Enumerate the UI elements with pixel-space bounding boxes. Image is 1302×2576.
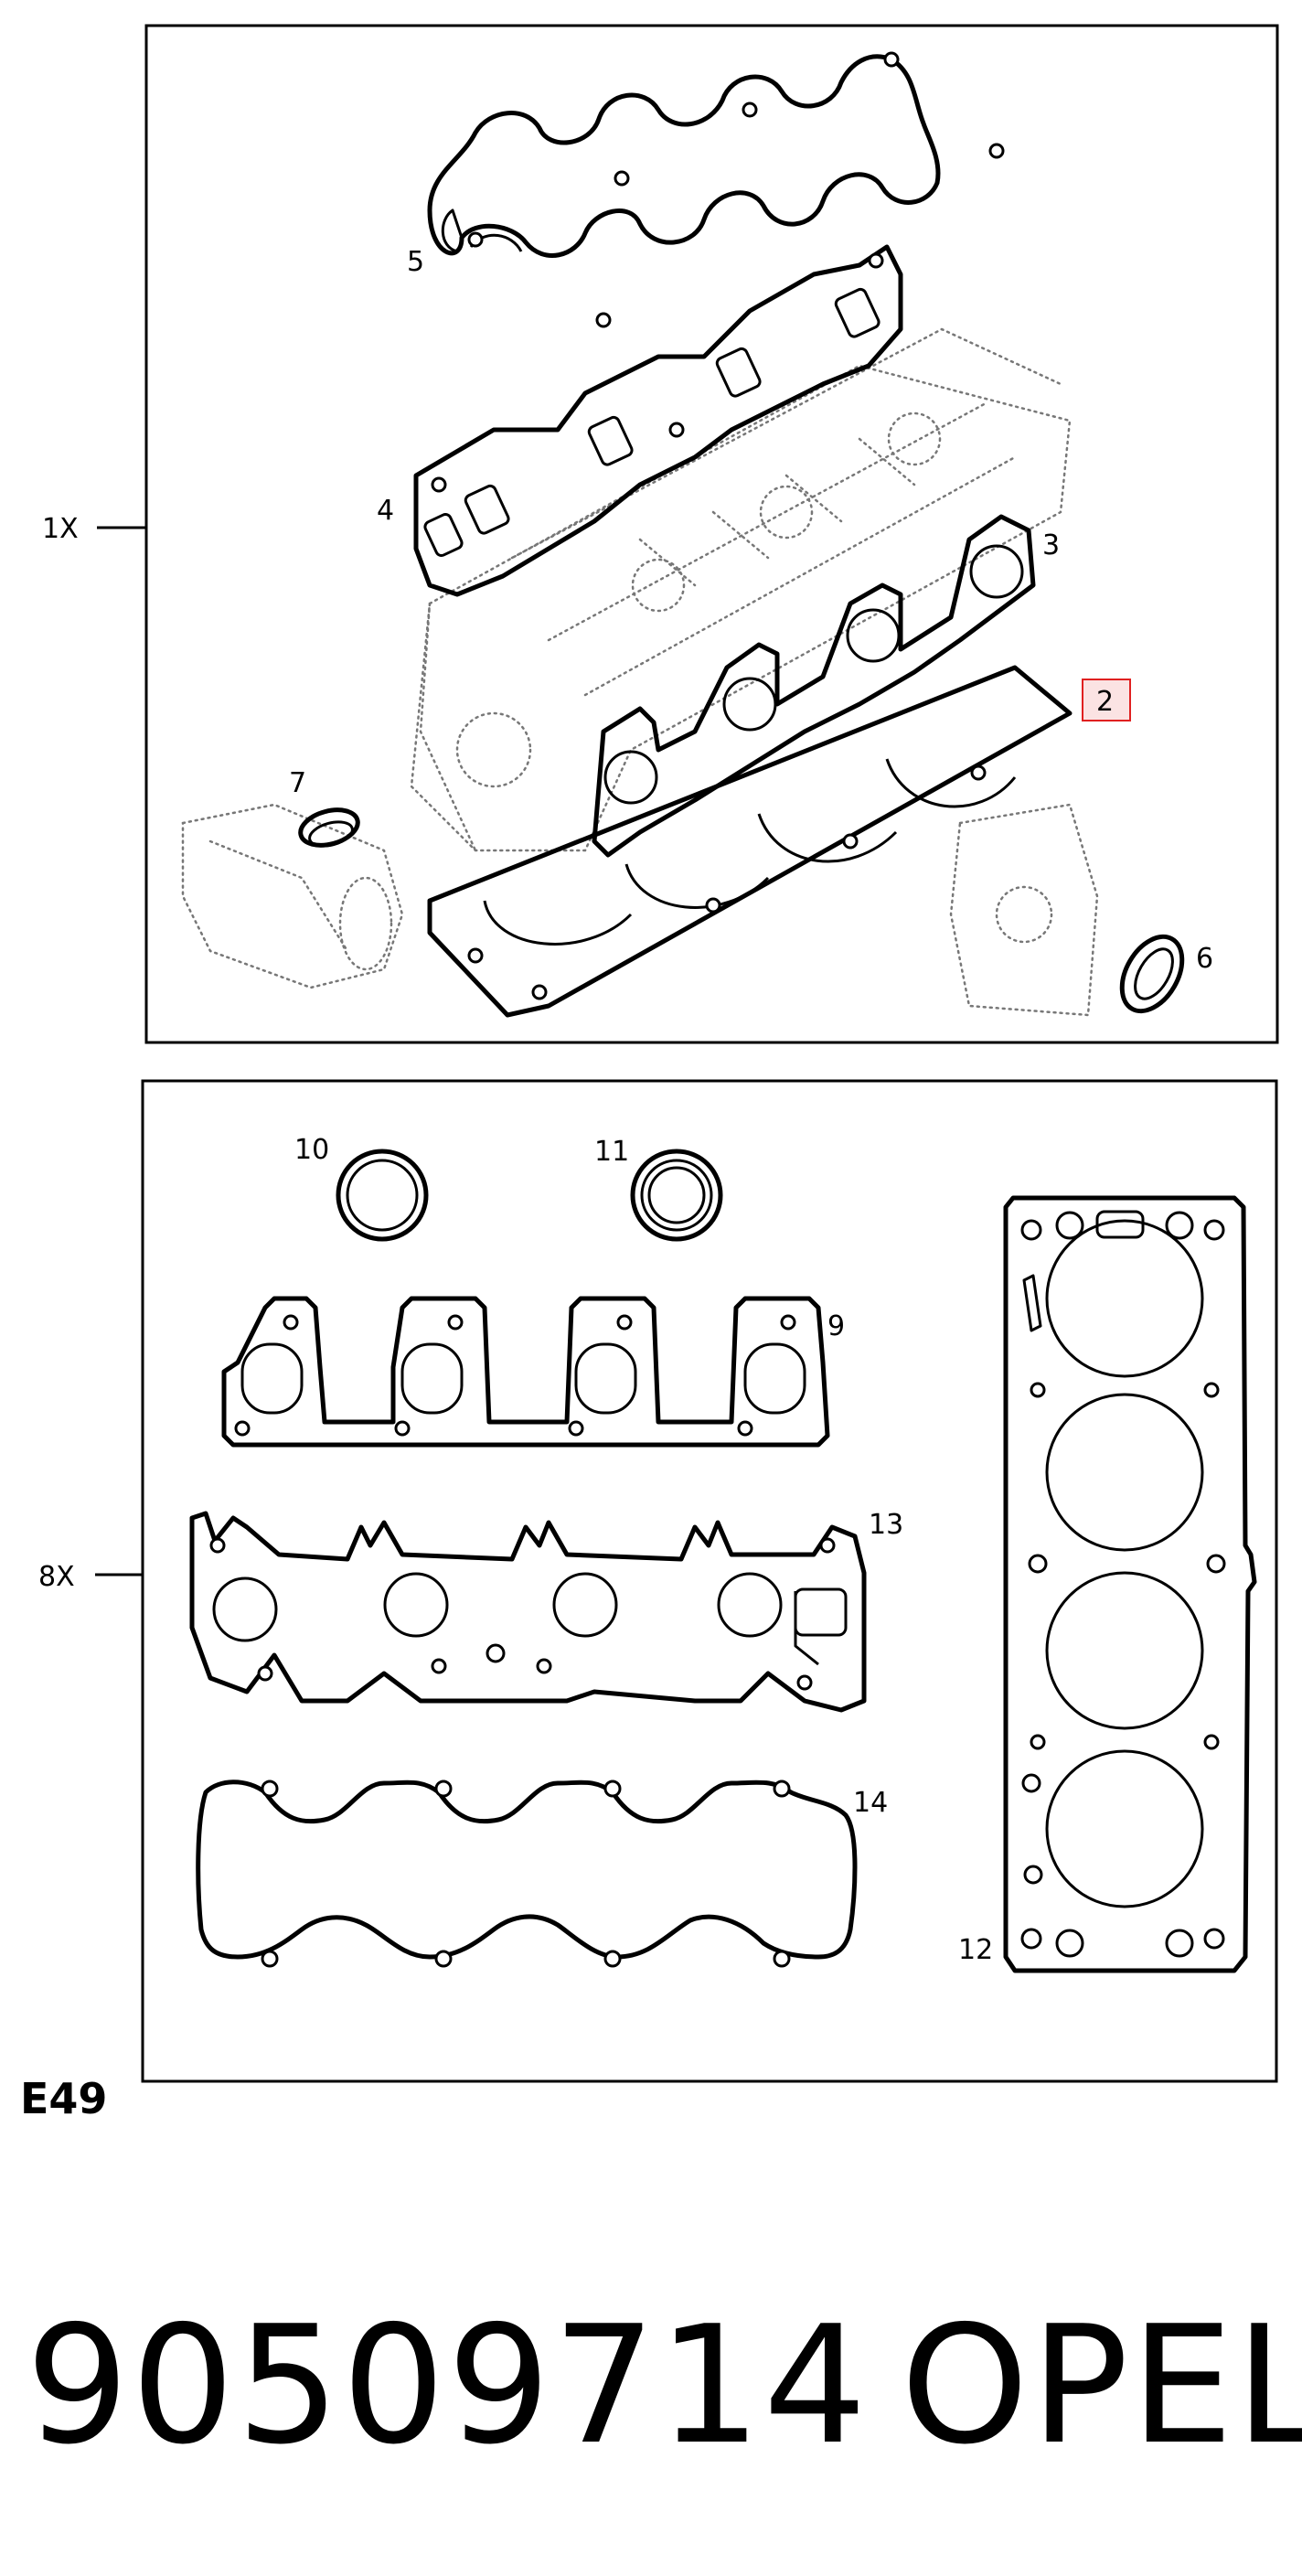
gasket-hole	[531, 984, 548, 1000]
gasket-hole	[431, 476, 447, 493]
rocker-cover-gasket-edge	[441, 208, 464, 253]
cylinder-head-outline	[410, 327, 1072, 852]
thermostat-housing-outline	[949, 803, 1099, 1017]
gasket-hole	[970, 764, 987, 781]
port-outline	[464, 484, 510, 535]
upper-panel-frame	[144, 24, 1279, 1044]
port-outline	[834, 287, 880, 338]
gasket-hole	[842, 833, 859, 850]
oil-seal-7	[298, 807, 360, 848]
upper-qty-label: 1X	[42, 513, 79, 545]
exhaust-manifold-gasket-9	[221, 1296, 830, 1448]
seal-ring-10	[336, 1149, 429, 1242]
part-number: 90509714	[26, 2291, 869, 2480]
callout-11: 11	[594, 1136, 629, 1168]
callout-12: 12	[958, 1934, 993, 1966]
gasket-hole	[614, 170, 630, 187]
exhaust-port	[969, 544, 1024, 599]
callout-4: 4	[377, 495, 394, 527]
intake-manifold-gasket-13	[189, 1511, 867, 1713]
intake-manifold-gasket-4	[413, 244, 903, 597]
diagram-code: E49	[20, 2074, 108, 2123]
callout-6: 6	[1196, 943, 1213, 975]
rocker-cover-gasket-14	[196, 1780, 858, 1968]
callout-5: 5	[407, 246, 424, 278]
callout-2: 2	[1096, 686, 1114, 718]
oil-seal-6	[1119, 934, 1185, 1014]
port-outline	[715, 347, 762, 398]
brand-name: OPEL	[901, 2291, 1302, 2480]
callout-7: 7	[289, 767, 306, 799]
callout-9: 9	[827, 1310, 845, 1342]
gasket-hole	[868, 252, 884, 269]
gasket-hole	[467, 231, 484, 248]
callout-10: 10	[294, 1134, 329, 1166]
rocker-cover-gasket-5	[427, 54, 941, 258]
lower-panel-frame	[141, 1079, 1278, 2083]
gasket-hole	[988, 143, 1005, 159]
exhaust-port	[846, 608, 901, 663]
gasket-hole	[668, 422, 685, 438]
gasket-hole	[883, 51, 900, 68]
seal-ring-11	[630, 1149, 723, 1242]
gasket-hole	[742, 102, 758, 118]
timing-housing-outline	[181, 803, 404, 989]
port-outline	[423, 513, 464, 557]
callout-3: 3	[1042, 529, 1060, 561]
port-outline	[587, 415, 634, 466]
gasket-hole	[595, 312, 612, 328]
callout-2-highlight	[1082, 679, 1131, 721]
cylinder-head-gasket-2	[427, 665, 1073, 1018]
callout-13: 13	[869, 1509, 903, 1541]
cylinder-head-gasket-12	[1003, 1195, 1257, 1973]
gasket-hole	[467, 947, 484, 964]
exhaust-port	[603, 750, 658, 805]
callout-14: 14	[853, 1787, 888, 1819]
cylinder-bore-arcs	[483, 758, 1017, 946]
gasket-hole	[705, 897, 721, 914]
exhaust-port	[722, 677, 777, 732]
lower-qty-label: 8X	[38, 1561, 75, 1593]
